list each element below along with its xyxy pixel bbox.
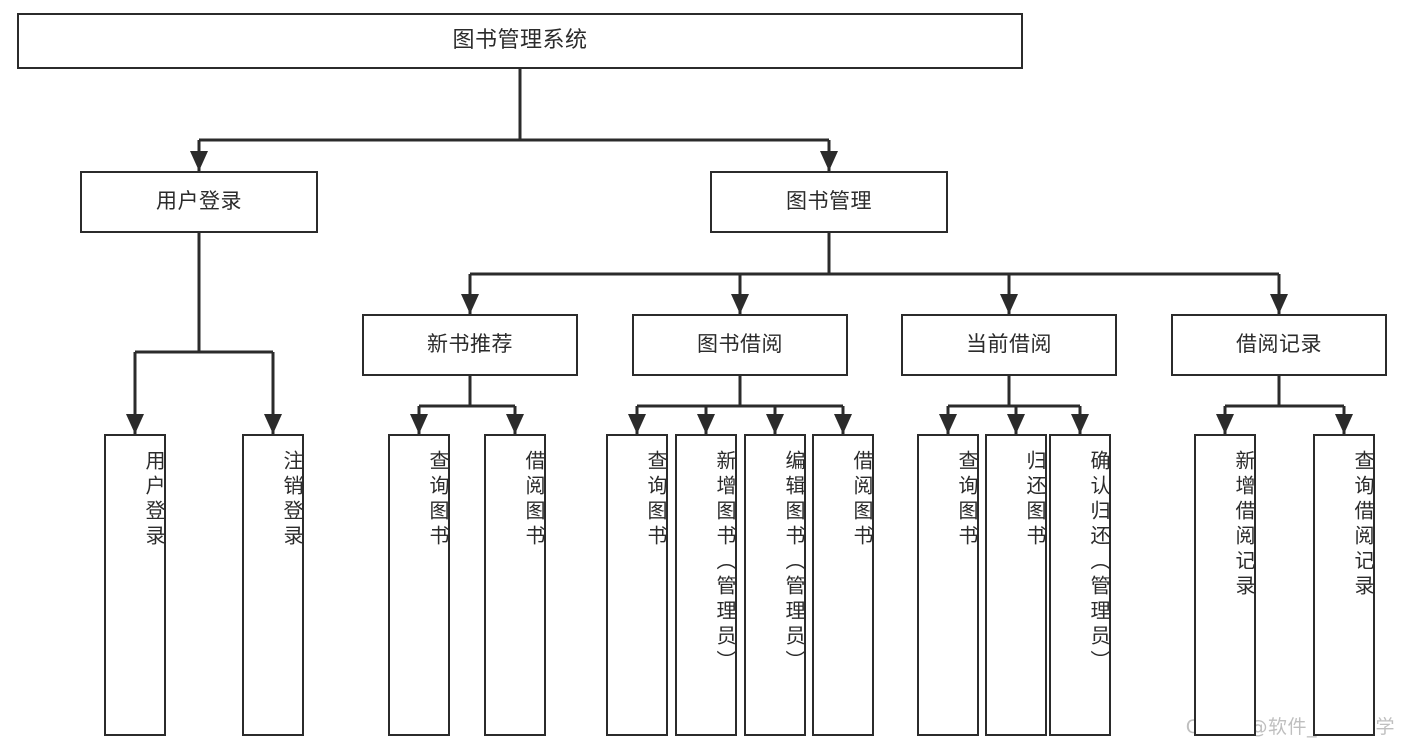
node-label: 借阅记录 xyxy=(1236,332,1322,357)
node-leaf-user-login[interactable]: 用户登录 xyxy=(104,434,166,736)
node-label: 编辑图书（管理员） xyxy=(782,450,806,675)
node-current-borrow[interactable]: 当前借阅 xyxy=(901,314,1117,376)
node-leaf-return-book[interactable]: 归还图书 xyxy=(985,434,1047,736)
node-label: 借阅图书 xyxy=(850,450,874,550)
node-label: 图书管理 xyxy=(786,189,872,214)
node-label: 注销登录 xyxy=(280,450,304,550)
node-label: 当前借阅 xyxy=(966,332,1052,357)
node-label: 确认归还（管理员） xyxy=(1087,450,1111,675)
node-leaf-borrow-book-2[interactable]: 借阅图书 xyxy=(812,434,874,736)
node-new-book-recommend[interactable]: 新书推荐 xyxy=(362,314,578,376)
node-book-manage[interactable]: 图书管理 xyxy=(710,171,948,233)
node-label: 归还图书 xyxy=(1023,450,1047,550)
node-book-borrow[interactable]: 图书借阅 xyxy=(632,314,848,376)
node-label: 查询图书 xyxy=(644,450,668,550)
node-label: 图书借阅 xyxy=(697,332,783,357)
node-label: 借阅图书 xyxy=(522,450,546,550)
node-label: 查询借阅记录 xyxy=(1351,450,1375,600)
node-leaf-logout[interactable]: 注销登录 xyxy=(242,434,304,736)
node-leaf-query-book-3[interactable]: 查询图书 xyxy=(917,434,979,736)
node-root-system[interactable]: 图书管理系统 xyxy=(17,13,1023,69)
node-label: 查询图书 xyxy=(955,450,979,550)
node-leaf-query-book-2[interactable]: 查询图书 xyxy=(606,434,668,736)
node-user-login[interactable]: 用户登录 xyxy=(80,171,318,233)
node-label: 查询图书 xyxy=(426,450,450,550)
node-borrow-record[interactable]: 借阅记录 xyxy=(1171,314,1387,376)
node-leaf-borrow-book-1[interactable]: 借阅图书 xyxy=(484,434,546,736)
node-label: 用户登录 xyxy=(142,450,166,550)
node-leaf-query-record[interactable]: 查询借阅记录 xyxy=(1313,434,1375,736)
node-label: 图书管理系统 xyxy=(452,27,588,53)
node-leaf-edit-book[interactable]: 编辑图书（管理员） xyxy=(744,434,806,736)
node-leaf-query-book-1[interactable]: 查询图书 xyxy=(388,434,450,736)
node-label: 新增图书（管理员） xyxy=(713,450,737,675)
node-label: 新增借阅记录 xyxy=(1232,450,1256,600)
node-leaf-add-record[interactable]: 新增借阅记录 xyxy=(1194,434,1256,736)
node-leaf-confirm-return[interactable]: 确认归还（管理员） xyxy=(1049,434,1111,736)
node-label: 新书推荐 xyxy=(427,332,513,357)
node-leaf-add-book[interactable]: 新增图书（管理员） xyxy=(675,434,737,736)
node-label: 用户登录 xyxy=(156,189,242,214)
